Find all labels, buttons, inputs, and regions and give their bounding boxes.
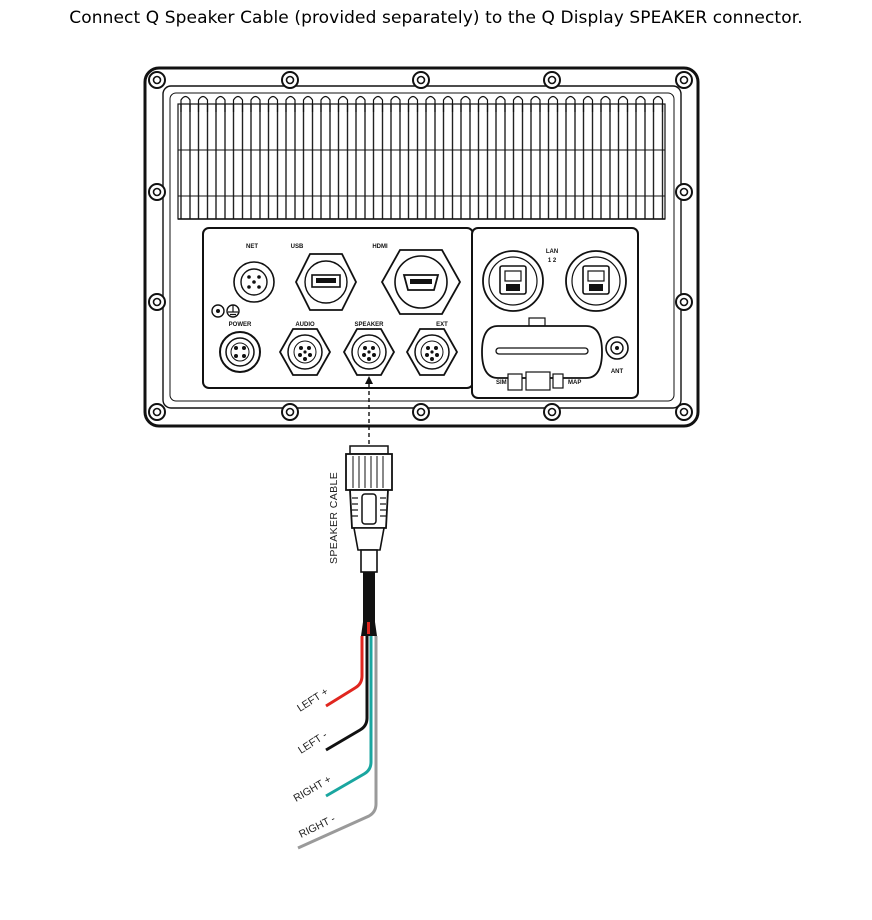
fin-tip (320, 95, 331, 112)
fin-tip (425, 95, 436, 112)
wire-label-left-plus: LEFT + (295, 686, 330, 715)
fin-tip (617, 95, 629, 112)
fin-tip (285, 95, 296, 112)
fin-tip (460, 95, 471, 112)
fin-tip (635, 95, 646, 112)
net-port: NET (233, 244, 275, 303)
svg-text:USB: USB (291, 244, 304, 250)
power-connector: POWER (219, 322, 261, 373)
fin-tip (652, 95, 664, 112)
speaker-connector: SPEAKER (342, 322, 396, 376)
speaker-cable-label: SPEAKER CABLE (328, 472, 340, 564)
fin-tip (582, 95, 594, 112)
lan-label: LAN 1 2 (546, 249, 558, 264)
fin-tip (355, 95, 366, 112)
mount-hole (148, 293, 166, 311)
wire-label-left-minus: LEFT - (296, 729, 330, 757)
svg-text:EXT: EXT (436, 322, 448, 328)
svg-text:AUDIO: AUDIO (295, 322, 315, 328)
svg-text:POWER: POWER (229, 322, 252, 328)
mount-hole (148, 183, 166, 201)
fin-tip (495, 95, 506, 112)
wire-label-right-plus: RIGHT + (292, 773, 334, 804)
fin-tip (250, 95, 261, 112)
fin-tip (372, 95, 384, 112)
mount-hole (281, 403, 299, 421)
wire-right-minus (297, 636, 378, 850)
mount-hole (543, 403, 561, 421)
mount-hole (281, 71, 299, 89)
svg-text:1 2: 1 2 (548, 258, 557, 264)
wires (297, 636, 378, 850)
fin-tip (512, 95, 524, 112)
mount-hole (148, 403, 166, 421)
cable-sheath (361, 572, 377, 636)
instruction-text: Connect Q Speaker Cable (provided separa… (69, 8, 803, 28)
mount-hole (675, 183, 693, 201)
mount-hole (675, 71, 693, 89)
fin-tip (530, 95, 541, 112)
fin-tip (302, 95, 314, 112)
hdmi-port: HDMI (372, 244, 462, 315)
round-connectors: POWER AUDIO SPEAKER EXT (219, 322, 459, 376)
mounting-holes (148, 71, 693, 421)
svg-text:ANT: ANT (611, 369, 624, 375)
fin-tip (390, 95, 401, 112)
audio-connector: AUDIO (278, 322, 332, 376)
fin-tip (600, 95, 611, 112)
mount-hole (675, 293, 693, 311)
fin-tip (442, 95, 454, 112)
mount-hole (412, 71, 430, 89)
lan-port-1 (482, 250, 544, 312)
svg-text:SIM: SIM (496, 380, 507, 386)
ant-connector: ANT (605, 336, 629, 375)
mount-hole (148, 71, 166, 89)
fin-tip (407, 95, 419, 112)
ground-icon (211, 304, 240, 318)
wire-left-plus (325, 636, 364, 708)
fin-tip (215, 95, 226, 112)
fin-tip (477, 95, 489, 112)
mount-hole (412, 403, 430, 421)
fin-tip (232, 95, 244, 112)
fin-tip (267, 95, 279, 112)
usb-port: USB (291, 244, 358, 311)
svg-text:NET: NET (246, 244, 258, 250)
heat-sink-fins (177, 95, 666, 220)
connection-arrow (365, 376, 373, 446)
wire-label-right-minus: RIGHT - (297, 813, 338, 841)
svg-text:HDMI: HDMI (372, 244, 388, 250)
mount-hole (543, 71, 561, 89)
sim-map-card-slot: SIM MAP (481, 317, 603, 391)
speaker-cable-plug (345, 445, 393, 573)
fin-tip (565, 95, 576, 112)
ext-connector: EXT (405, 322, 459, 376)
svg-text:MAP: MAP (568, 380, 581, 386)
wire-left-minus (325, 636, 369, 752)
wire-labels: LEFT + LEFT - RIGHT + RIGHT - (292, 686, 338, 841)
lan-port-2 (565, 250, 627, 312)
svg-text:LAN: LAN (546, 249, 558, 255)
fin-tip (197, 95, 209, 112)
svg-text:SPEAKER: SPEAKER (354, 322, 384, 328)
wire-right-plus (325, 636, 373, 798)
mount-hole (675, 403, 693, 421)
fin-tip (337, 95, 349, 112)
fin-tip (180, 95, 191, 112)
fin-tip (547, 95, 559, 112)
